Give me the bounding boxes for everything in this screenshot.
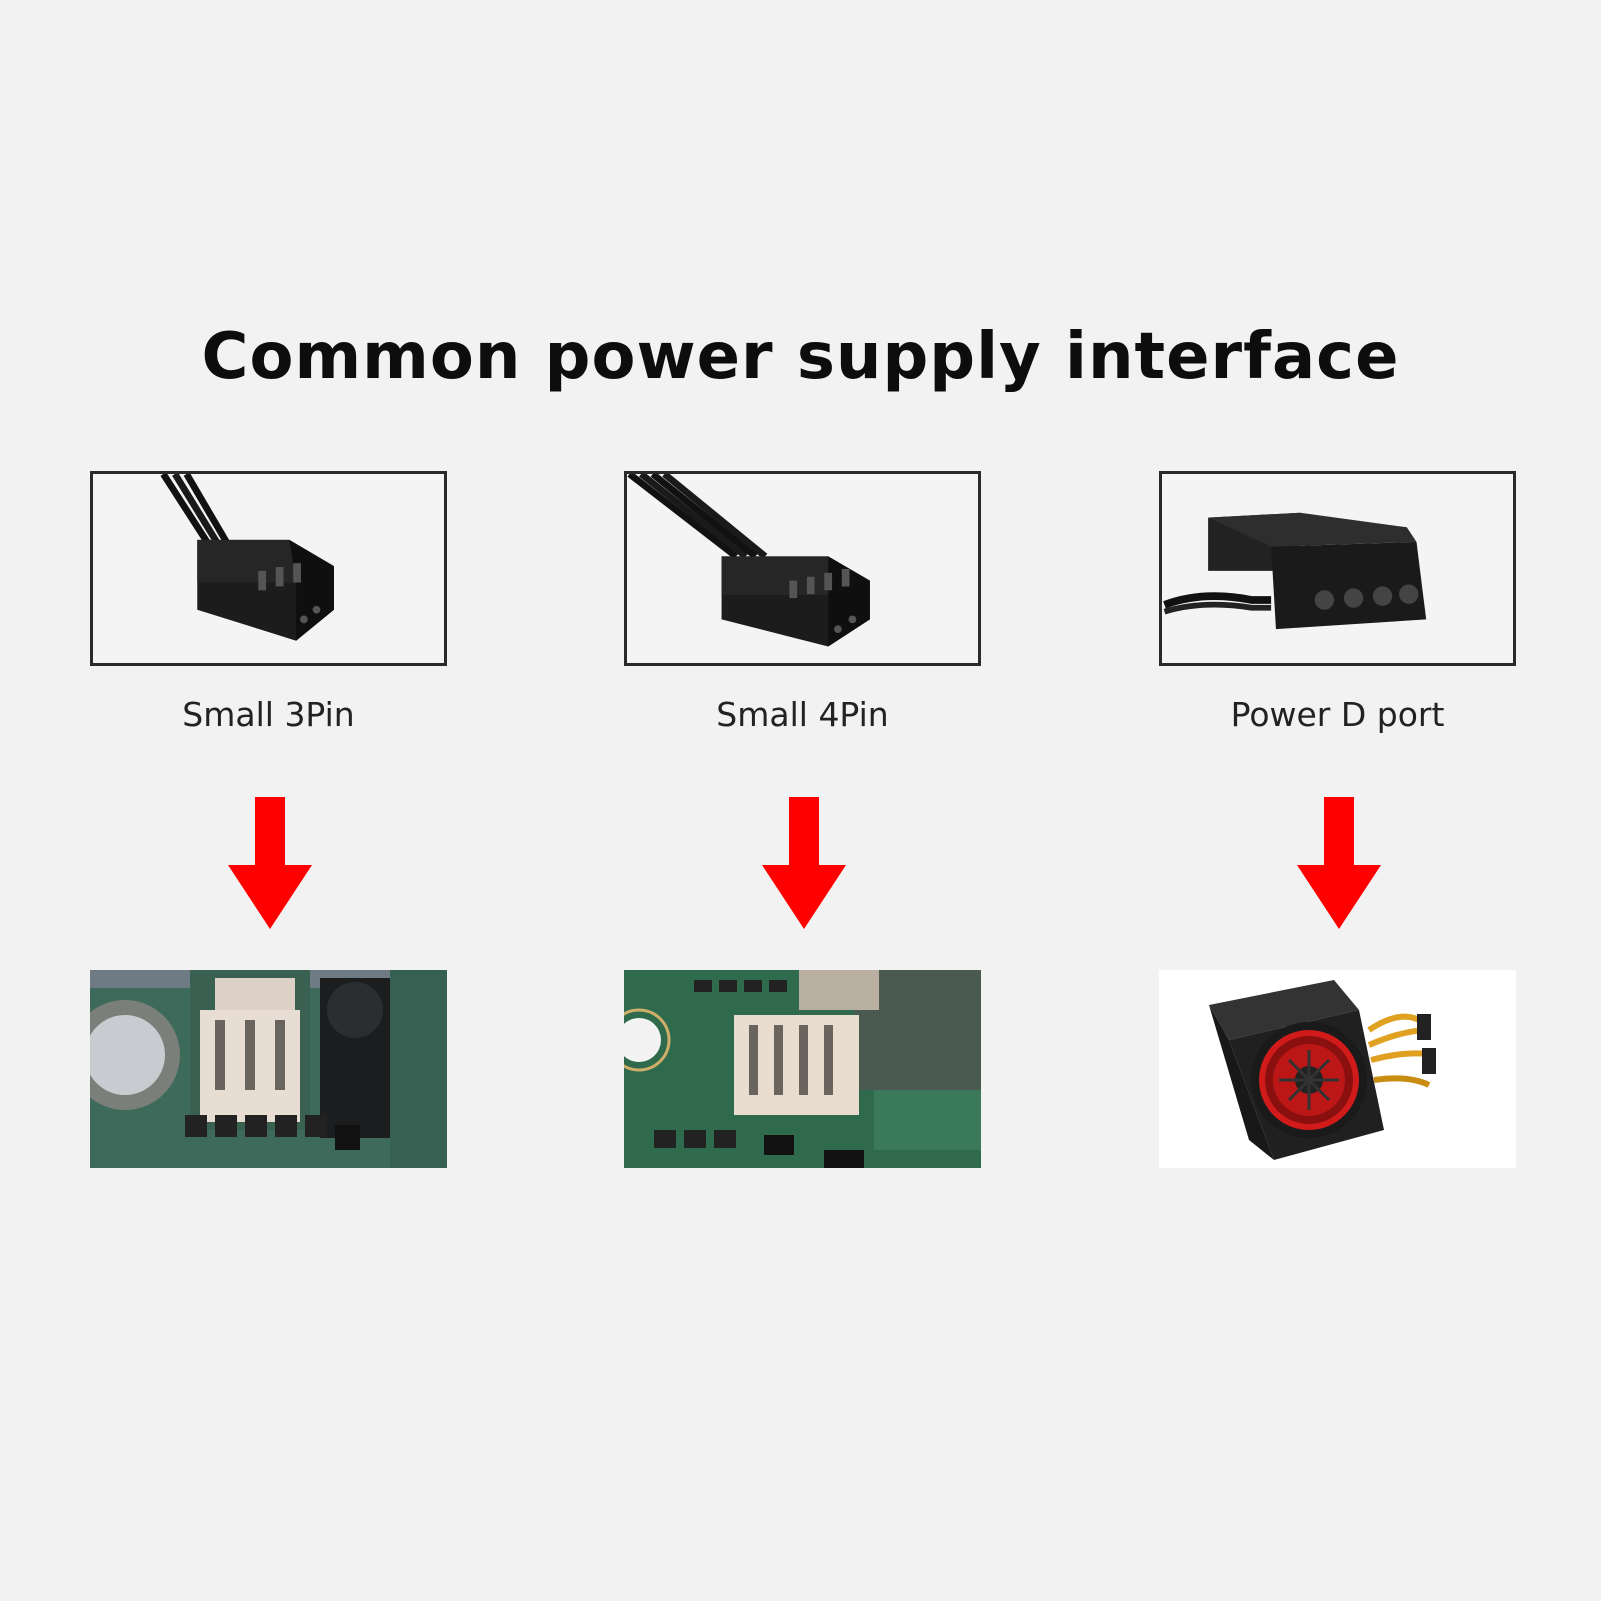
power-supply-unit-image [1159,970,1516,1168]
down-arrow-icon [228,797,312,929]
connector-label-3pin: Small 3Pin [182,695,355,734]
connector-image-molex [1159,471,1516,666]
connector-label-molex: Power D port [1230,695,1445,734]
molex-connector-icon [1163,512,1427,630]
connector-image-4pin [624,471,981,666]
down-arrow-icon [762,797,846,929]
4pin-fan-connector-icon [627,474,870,647]
down-arrow-icon [1297,797,1381,929]
page-title: Common power supply interface [201,320,1400,394]
3pin-fan-connector-icon [160,474,334,641]
connector-label-4pin: Small 4Pin [716,695,889,734]
motherboard-3pin-header-image [90,970,447,1168]
motherboard-4pin-header-image [624,970,981,1168]
connector-image-3pin [90,471,447,666]
